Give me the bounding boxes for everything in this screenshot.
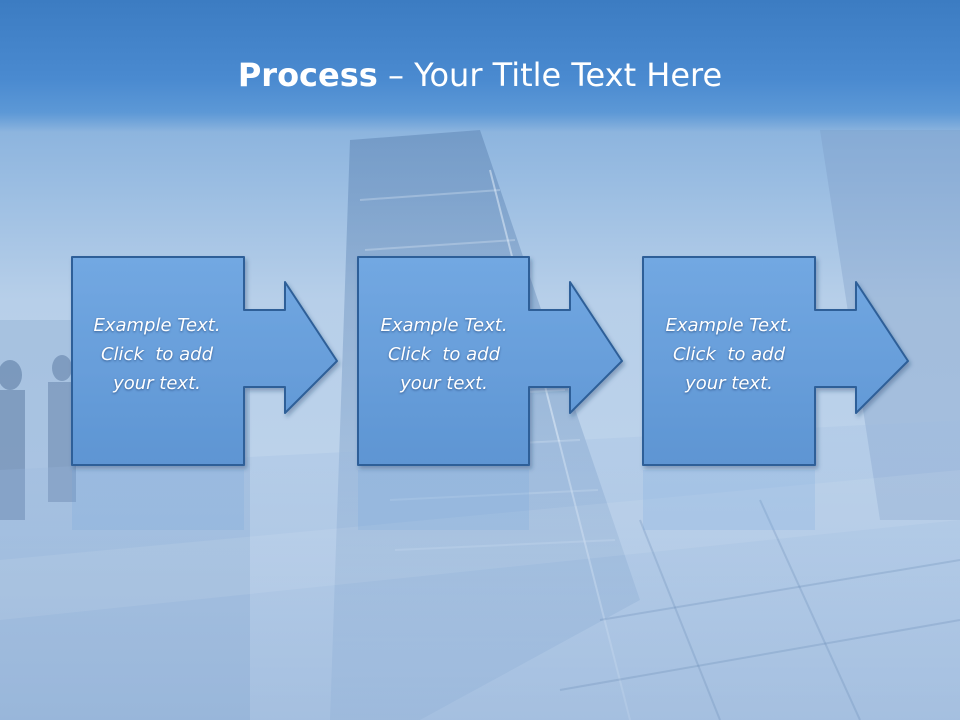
- title-bold: Process: [237, 56, 378, 94]
- step-1-text[interactable]: Example Text. Click to add your text.: [72, 311, 242, 398]
- step-1-line-3: your text.: [113, 373, 201, 394]
- step-2-text[interactable]: Example Text. Click to add your text.: [359, 311, 529, 398]
- step-2-line-3: your text.: [400, 373, 488, 394]
- title-bar: [0, 0, 960, 132]
- slide-title[interactable]: Process – Your Title Text Here: [0, 55, 960, 95]
- step-1-shape[interactable]: [71, 256, 338, 466]
- step-3-text[interactable]: Example Text. Click to add your text.: [644, 311, 814, 398]
- step-3-shape[interactable]: [642, 256, 909, 466]
- step-2-line-2: Click to add: [387, 344, 500, 365]
- step-2-shape[interactable]: [357, 256, 623, 466]
- step-3-line-1: Example Text.: [665, 315, 793, 336]
- step-2-line-1: Example Text.: [380, 315, 508, 336]
- step-1-line-2: Click to add: [100, 344, 213, 365]
- title-rest: – Your Title Text Here: [377, 56, 723, 94]
- step-3-line-3: your text.: [685, 373, 773, 394]
- step-3-line-2: Click to add: [672, 344, 785, 365]
- step-1-line-1: Example Text.: [93, 315, 221, 336]
